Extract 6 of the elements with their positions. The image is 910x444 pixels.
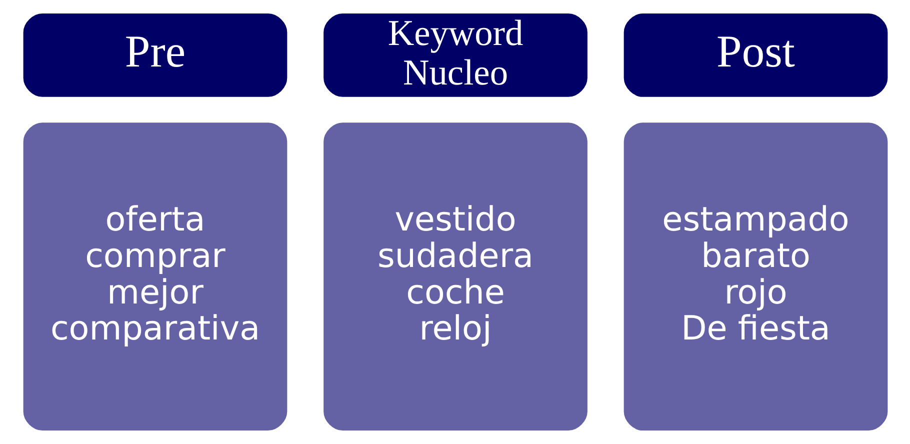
- node-box: Post: [623, 13, 888, 97]
- node-box: Pre: [22, 13, 287, 97]
- node-box: oferta comprar mejor comparativa: [22, 122, 287, 431]
- node-box: vestido sudadera coche reloj: [323, 122, 587, 431]
- node-box: Keyword Nucleo: [323, 13, 587, 97]
- node-box: estampado barato rojo De fiesta: [623, 122, 888, 431]
